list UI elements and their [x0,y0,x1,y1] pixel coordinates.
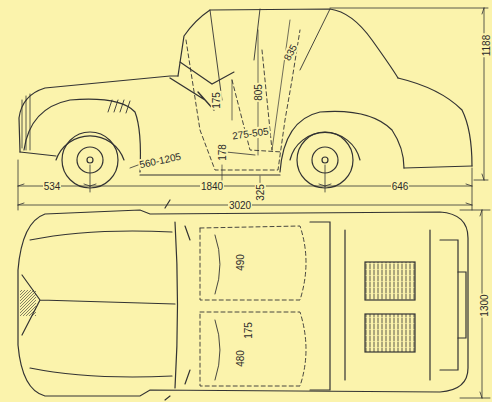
dimension-label: 646 [391,181,410,192]
dimension-label: 175 [211,91,222,110]
top-view [18,200,468,400]
dimension-label: 560-1205 [137,150,183,170]
dimension-label: 3020 [228,200,252,211]
dimension-label: 1300 [479,293,490,317]
dimension-label: 275-505 [230,125,270,141]
dimension-label: 178 [217,143,228,162]
dimension-label: 325 [255,183,266,202]
side-view [19,9,472,188]
dimension-label: 1840 [200,181,224,192]
dimension-label: 805 [253,83,264,102]
dimension-lines [18,8,490,398]
dimension-label: 175 [243,321,254,340]
dimension-label: 534 [43,181,62,192]
dimension-label: 835 [281,41,299,63]
dimension-label: 1188 [481,33,492,57]
dimension-label: 480 [235,349,246,368]
dimension-label: 490 [235,253,246,272]
